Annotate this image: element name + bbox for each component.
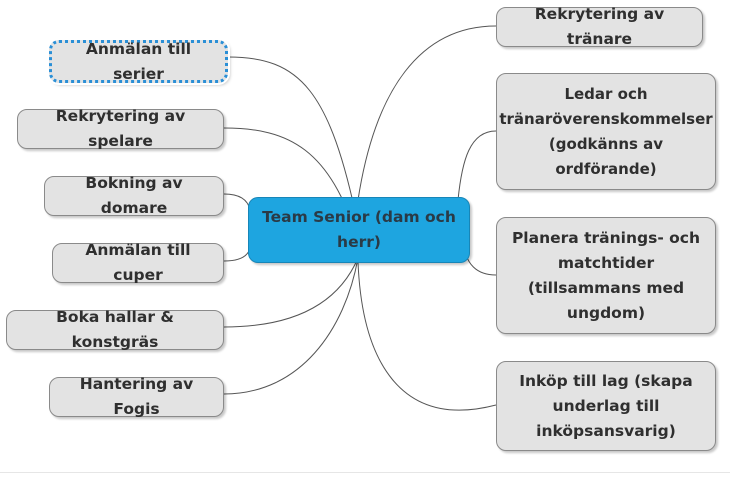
bottom-divider bbox=[0, 472, 730, 473]
link-hantering-fogis bbox=[223, 257, 359, 395]
link-anmalan-cuper bbox=[223, 247, 251, 262]
node-rekrytering-spelare[interactable]: Rekrytering av spelare bbox=[17, 107, 224, 150]
link-inkop-lag bbox=[357, 261, 497, 411]
node-label: Anmälan till serier bbox=[85, 39, 192, 83]
node-boka-hallar[interactable]: Boka hallar & konstgräs bbox=[6, 308, 224, 351]
node-label: Rekrytering av spelare bbox=[55, 107, 186, 150]
node-inkop-lag[interactable]: Inköp till lag (skapa underlag till inkö… bbox=[496, 361, 716, 451]
node-label: Boka hallar & konstgräs bbox=[56, 308, 174, 351]
node-anmalan-cuper[interactable]: Anmälan till cuper bbox=[52, 241, 224, 284]
node-ledar-tranaroverens[interactable]: Ledar och tränaröverenskommelser (godkän… bbox=[496, 73, 716, 190]
node-bokning-domare[interactable]: Bokning av domare bbox=[44, 174, 224, 217]
node-label: Ledar och tränaröverenskommelser (godkän… bbox=[499, 84, 713, 178]
link-rekrytering-tranare bbox=[357, 25, 497, 201]
node-planera-tider[interactable]: Planera tränings- och matchtider (tillsa… bbox=[496, 217, 716, 334]
node-label: Inköp till lag (skapa underlag till inkö… bbox=[519, 371, 693, 440]
node-label: Bokning av domare bbox=[85, 174, 183, 217]
central-topic-label: Team Senior (dam och herr) bbox=[262, 208, 456, 251]
node-label: Hantering av Fogis bbox=[79, 375, 194, 418]
link-bokning-domare bbox=[223, 193, 251, 211]
node-hantering-fogis[interactable]: Hantering av Fogis bbox=[49, 375, 224, 418]
link-boka-hallar bbox=[223, 257, 359, 328]
node-label: Anmälan till cuper bbox=[85, 241, 191, 284]
node-label: Planera tränings- och matchtider (tillsa… bbox=[511, 228, 701, 322]
central-topic-node[interactable]: Team Senior (dam och herr) bbox=[248, 197, 470, 263]
node-anmalan-serier[interactable]: Anmälan till serier bbox=[49, 40, 228, 83]
node-label: Rekrytering av tränare bbox=[534, 5, 665, 48]
link-ledar-tranaroverens bbox=[457, 130, 497, 201]
node-rekrytering-tranare[interactable]: Rekrytering av tränare bbox=[496, 5, 703, 48]
